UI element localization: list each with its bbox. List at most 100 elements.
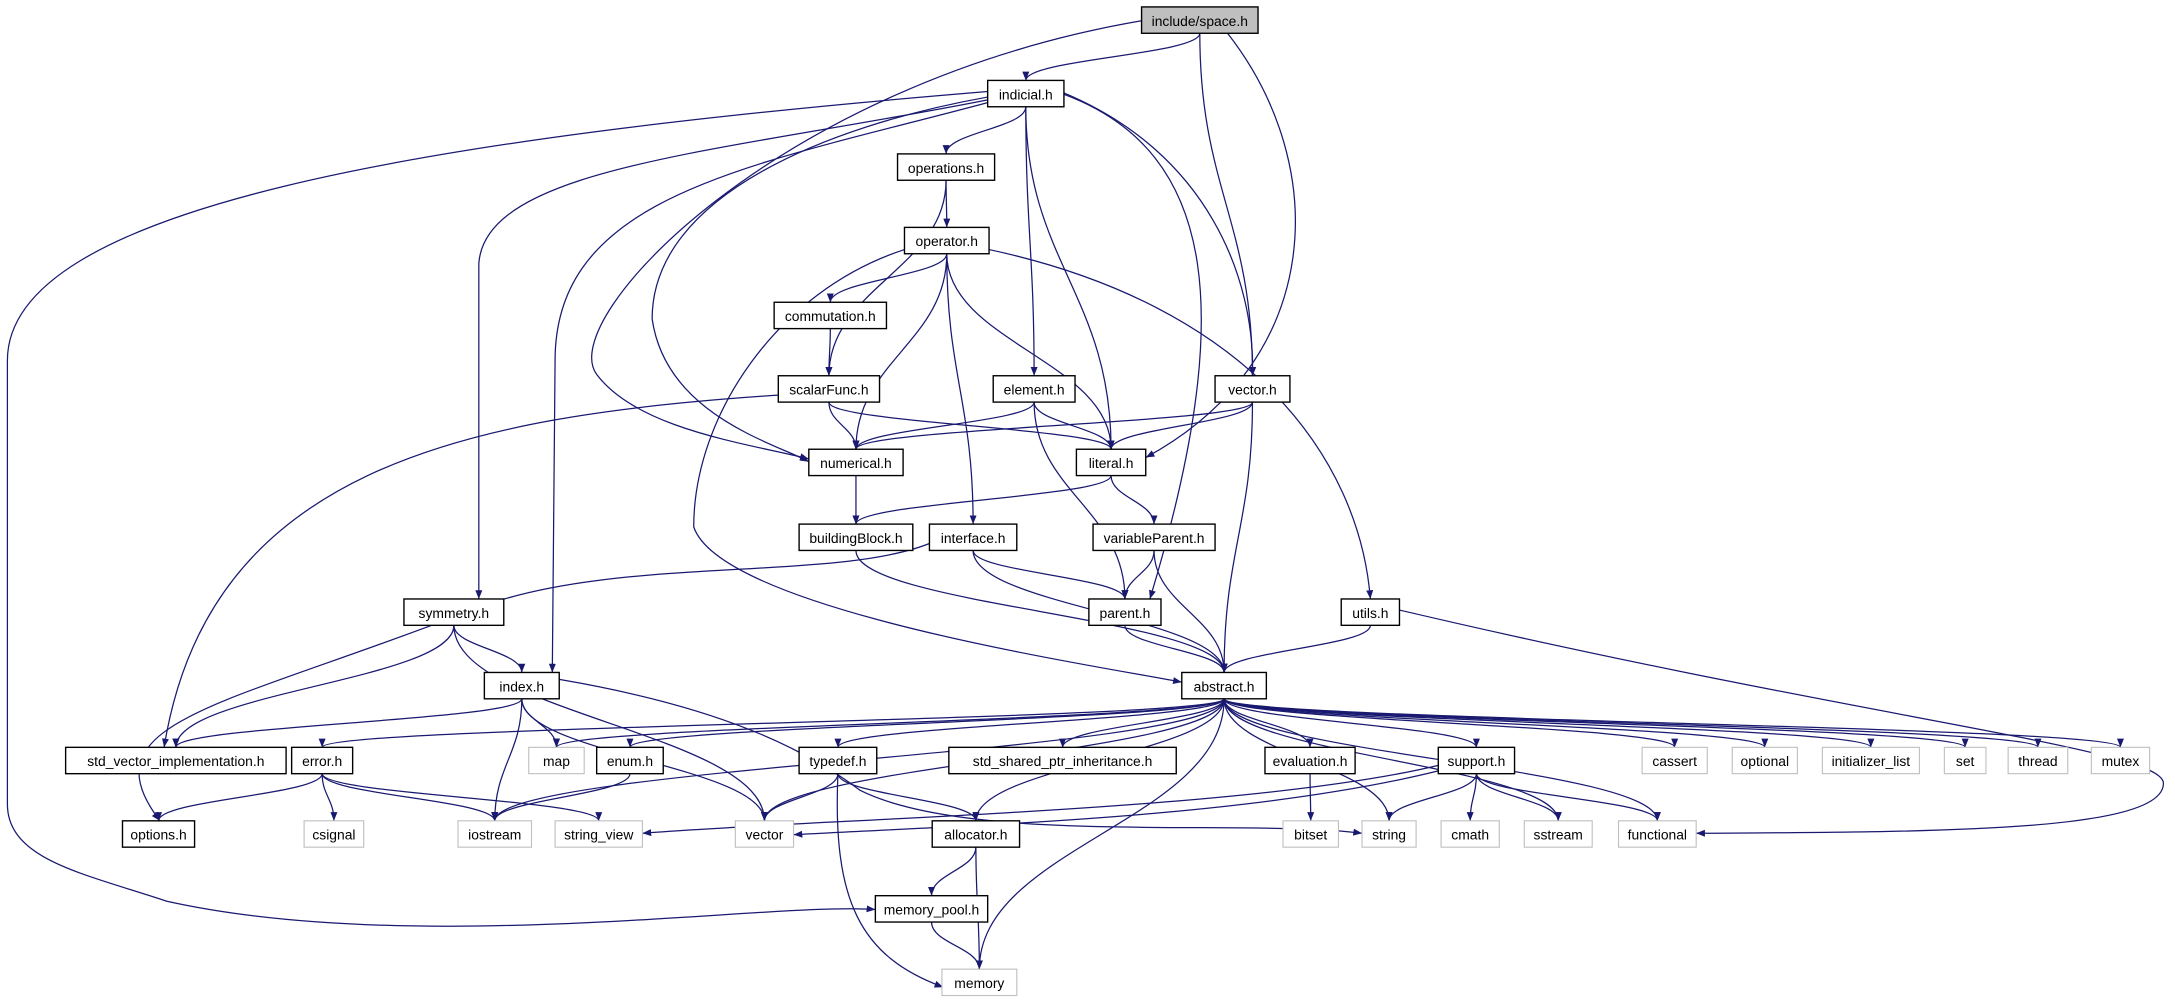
edge-error-h-to-csignal [321,773,338,821]
node-set: set [1943,746,1987,775]
node-index-h[interactable]: index.h [483,671,560,700]
node-variableparent-h[interactable]: variableParent.h [1092,523,1216,552]
node-label: allocator.h [944,827,1007,843]
edge-include-space-h-to-literal-h [1145,32,1296,459]
node-box [1731,746,1798,775]
node-evaluation-h[interactable]: evaluation.h [1264,746,1356,775]
node-interface-h[interactable]: interface.h [928,523,1018,552]
node-typedef-h[interactable]: typedef.h [798,746,878,775]
edge-include-space-h-to-indicial-h [1022,33,1201,81]
edge-operator-h-to-interface-h [946,253,977,525]
node-label: initializer_list [1832,753,1911,769]
edge-support-h-to-functional [1475,773,1661,822]
node-sstream: sstream [1523,820,1593,848]
node-support-h[interactable]: support.h [1437,746,1516,775]
node-cmath: cmath [1440,820,1500,848]
node-parent-h[interactable]: parent.h [1088,598,1162,627]
node-bitset: bitset [1282,820,1340,848]
node-commutation-h[interactable]: commutation.h [773,301,888,330]
node-enum-h[interactable]: enum.h [595,746,664,775]
node-box [941,968,1018,997]
node-box [1264,746,1356,775]
node-label: interface.h [941,530,1006,546]
edge-typedef-h-to-vector [760,773,839,821]
node-allocator-h[interactable]: allocator.h [931,820,1021,848]
node-label: element.h [1004,382,1065,398]
edge-abstract-h-to-cassert [1223,698,1679,748]
node-box [874,894,989,923]
node-memory-pool-h[interactable]: memory_pool.h [874,894,989,923]
node-element-h[interactable]: element.h [992,375,1076,403]
node-box [773,301,888,330]
node-box [931,820,1021,848]
node-label: operator.h [916,233,978,249]
edge-operator-h-to-numerical-h [852,253,948,450]
node-label: bitset [1294,827,1327,843]
edge-allocator-h-to-memory-pool-h [928,847,977,896]
node-box [1437,746,1516,775]
edge-indicial-h-to-parent-h [1063,93,1202,600]
node-box [528,746,585,775]
node-box [1943,746,1987,775]
node-scalarfunc-h[interactable]: scalarFunc.h [777,375,881,403]
node-std-vector-implementation-h[interactable]: std_vector_implementation.h [64,746,287,775]
edge-error-h-to-iostream [321,773,499,822]
edge-commutation-h-to-scalarfunc-h [825,328,833,376]
node-operator-h[interactable]: operator.h [903,226,990,255]
edge-symmetry-h-to-vector [453,625,768,821]
node-numerical-h[interactable]: numerical.h [808,448,904,477]
node-label: include/space.h [1152,13,1248,29]
edge-error-h-to-string-view [321,773,603,822]
node-include-space-h[interactable]: include/space.h [1140,6,1259,34]
node-label: index.h [499,678,544,694]
node-label: options.h [130,827,186,843]
edge-interface-h-to-parent-h [972,550,1129,600]
node-label: support.h [1448,753,1506,769]
node-box [1140,6,1259,34]
edge-scalarfunc-h-to-std-vector-implementation-h [162,394,779,748]
node-label: mutex [2102,753,2140,769]
node-utils-h[interactable]: utils.h [1340,598,1401,627]
node-box [595,746,664,775]
node-options-h[interactable]: options.h [121,820,196,848]
edge-enum-h-to-iostream [491,773,631,822]
node-error-h[interactable]: error.h [290,746,354,775]
node-box [1092,523,1216,552]
node-label: error.h [302,753,342,769]
node-box [2090,746,2151,775]
node-abstract-h[interactable]: abstract.h [1181,671,1268,700]
node-box [1361,820,1417,848]
node-box [121,820,196,848]
edge-element-h-to-numerical-h [852,401,1035,450]
edge-variableparent-h-to-abstract-h [1153,550,1228,673]
node-label: memory [954,975,1004,991]
node-label: indicial.h [999,86,1053,102]
node-buildingblock-h[interactable]: buildingBlock.h [798,523,914,552]
edge-element-h-to-parent-h [1033,402,1129,599]
node-string-view: string_view [554,820,643,848]
node-literal-h[interactable]: literal.h [1075,448,1147,477]
edge-error-h-to-options-h [155,773,323,822]
node-label: string_view [564,827,634,843]
node-box [1088,598,1162,627]
node-label: set [1956,753,1975,769]
node-box [1821,746,1920,775]
node-box [290,746,354,775]
node-std-shared-ptr-inheritance-h[interactable]: std_shared_ptr_inheritance.h [948,746,1177,775]
node-initializer-list: initializer_list [1821,746,1920,775]
node-box [1282,820,1340,848]
edge-include-space-h-to-vector-h [1199,33,1256,376]
node-indicial-h[interactable]: indicial.h [986,79,1065,108]
node-symmetry-h[interactable]: symmetry.h [403,598,505,627]
node-label: iostream [468,827,521,843]
node-box [64,746,287,775]
edge-typedef-h-to-memory [836,773,944,988]
node-vector-h[interactable]: vector.h [1214,375,1291,403]
node-operations-h[interactable]: operations.h [896,153,996,181]
node-box [1523,820,1593,848]
edge-utils-h-to-abstract-h [1220,625,1371,673]
edge-parent-h-to-abstract-h [1124,625,1228,673]
node-label: symmetry.h [419,605,490,621]
edge-index-h-to-string [559,678,1363,836]
